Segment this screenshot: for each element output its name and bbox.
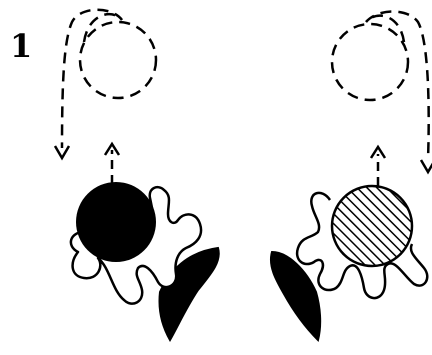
left-solid-ball — [76, 182, 156, 262]
right-up-arrowhead — [371, 147, 385, 158]
right-panel — [271, 12, 432, 341]
left-dashed-loop-path — [62, 10, 122, 148]
right-down-arrowhead — [421, 160, 432, 172]
right-cuff — [271, 252, 320, 340]
left-panel — [55, 10, 219, 340]
right-hatched-ball — [332, 186, 412, 266]
left-dashed-circle — [80, 22, 156, 98]
right-dashed-circle — [332, 24, 408, 100]
right-dashed-loop-path — [366, 12, 429, 161]
step-number-label: 1 — [10, 30, 32, 62]
